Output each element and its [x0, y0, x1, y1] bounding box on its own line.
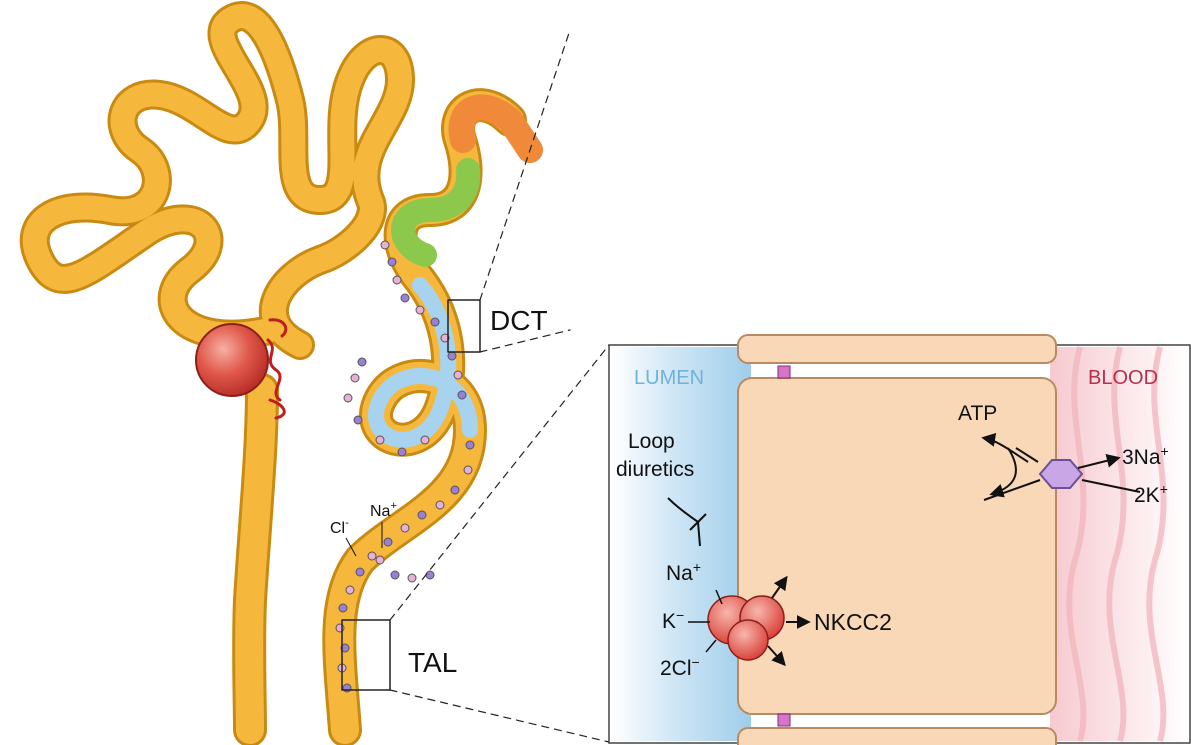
lower-neighbor-cell — [738, 728, 1056, 745]
svg-text:Cl-: Cl- — [330, 517, 349, 537]
tal-epithelial-cell — [738, 378, 1056, 714]
cell-panel: LUMEN BLOOD Loop diuretics Na+ — [609, 335, 1190, 745]
tight-junction-top — [778, 366, 790, 378]
nephron — [35, 16, 609, 742]
descending-limb — [249, 390, 262, 730]
lumen-region — [611, 347, 751, 741]
tight-junction-bottom — [778, 714, 790, 726]
dct-label: DCT — [490, 305, 548, 336]
blood-label: BLOOD — [1088, 367, 1158, 389]
upper-neighbor-cell — [738, 335, 1056, 363]
proximal-tubule — [35, 16, 400, 345]
svg-text:diuretics: diuretics — [616, 458, 694, 481]
atp-label: ATP — [958, 402, 997, 425]
lumen-label: LUMEN — [634, 367, 704, 389]
nkcc2-label: NKCC2 — [814, 609, 892, 635]
svg-text:Loop: Loop — [628, 430, 675, 453]
tal-label: TAL — [408, 647, 457, 678]
